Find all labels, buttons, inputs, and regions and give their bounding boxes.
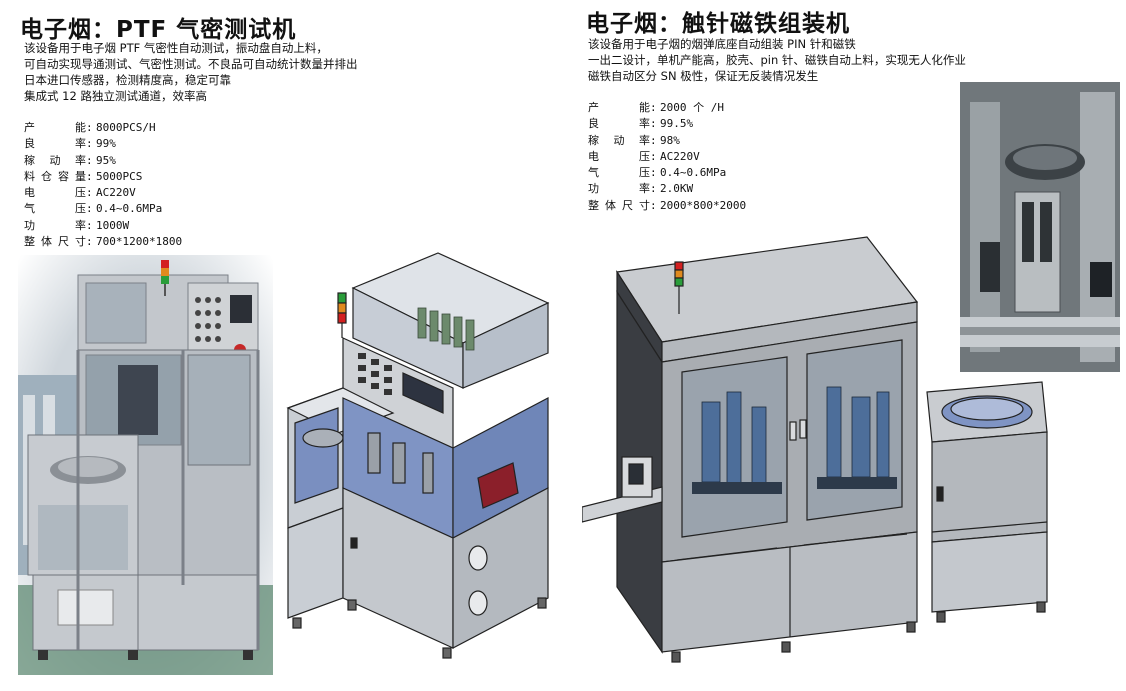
spec-row: 气压:0.4~0.6MPa <box>24 201 182 217</box>
left-specs: 产能:8000PCS/H 良率:99% 稼动率:95% 料仓容量:5000PCS… <box>24 120 182 250</box>
right-desc-line: 一出二设计，单机产能高，胶壳、pin 针、磁铁自动上料，实现无人化作业 <box>588 53 966 67</box>
spec-label: 气压 <box>588 166 650 180</box>
left-description: 该设备用于电子烟 PTF 气密性自动测试，振动盘自动上料， 可自动实现导通测试、… <box>24 40 358 104</box>
spec-value: AC220V <box>660 149 700 163</box>
spec-label: 电压 <box>24 186 86 200</box>
spec-colon: : <box>86 169 93 183</box>
spec-value: 2000 个 /H <box>660 101 724 114</box>
spec-label: 气压 <box>24 202 86 216</box>
spec-colon: : <box>86 235 93 249</box>
spec-label: 产能 <box>588 101 650 114</box>
spec-colon: : <box>650 182 657 196</box>
spec-row: 稼动率:95% <box>24 153 182 169</box>
spec-value: 0.4~0.6MPa <box>660 166 727 180</box>
left-desc-line: 日本进口传感器，检测精度高，稳定可靠 <box>24 73 231 87</box>
left-title: 电子烟：PTF 气密测试机 <box>20 17 297 43</box>
right-desc-line: 该设备用于电子烟的烟弹底座自动组装 PIN 针和磁铁 <box>588 37 856 51</box>
spec-colon: : <box>86 202 93 216</box>
spec-value: AC220V <box>96 186 136 200</box>
right-desc-line: 磁铁自动区分 SN 极性，保证无反装情况发生 <box>588 69 819 83</box>
spec-value: 98% <box>660 133 680 147</box>
spec-label: 产能 <box>24 121 86 134</box>
right-description: 该设备用于电子烟的烟弹底座自动组装 PIN 针和磁铁 一出二设计，单机产能高，胶… <box>588 36 966 84</box>
spec-value: 5000PCS <box>96 169 143 183</box>
spec-row: 良率:99.5% <box>588 116 746 132</box>
spec-label: 良率 <box>588 117 650 131</box>
left-machine-section: 电子烟：PTF 气密测试机 该设备用于电子烟 PTF 气密性自动测试，振动盘自动… <box>0 0 560 691</box>
spec-value: 95% <box>96 153 116 167</box>
spec-row: 产能:2000 个 /H <box>588 100 746 116</box>
spec-value: 99.5% <box>660 117 694 131</box>
ptf-tester-cad-render <box>283 248 560 678</box>
left-desc-line: 集成式 12 路独立测试通道，效率高 <box>24 89 207 103</box>
spec-row: 整体尺寸:2000*800*2000 <box>588 198 746 214</box>
spec-value: 8000PCS/H <box>96 121 156 134</box>
right-specs: 产能:2000 个 /H 良率:99.5% 稼动率:98% 电压:AC220V … <box>588 100 746 214</box>
spec-row: 电压:AC220V <box>588 149 746 165</box>
spec-colon: : <box>86 218 93 232</box>
spec-row: 电压:AC220V <box>24 185 182 201</box>
spec-colon: : <box>86 186 93 200</box>
left-desc-line: 可自动实现导通测试、气密性测试。不良品可自动统计数量并排出 <box>24 57 358 71</box>
spec-colon: : <box>86 137 93 151</box>
spec-colon: : <box>650 166 657 180</box>
spec-colon: : <box>86 153 93 167</box>
spec-value: 1000W <box>96 218 130 232</box>
right-title: 电子烟：触针磁铁组装机 <box>586 11 850 37</box>
left-desc-line: 该设备用于电子烟 PTF 气密性自动测试，振动盘自动上料， <box>24 41 328 55</box>
right-machine-section: 电子烟：触针磁铁组装机 该设备用于电子烟的烟弹底座自动组装 PIN 针和磁铁 一… <box>578 0 1126 691</box>
spec-value: 2000*800*2000 <box>660 198 747 212</box>
spec-label: 电压 <box>588 149 650 163</box>
spec-label: 稼动率 <box>24 153 86 167</box>
spec-label: 料仓容量 <box>24 169 86 183</box>
spec-value: 99% <box>96 137 116 151</box>
ptf-tester-photo <box>18 255 273 675</box>
spec-colon: : <box>650 133 657 147</box>
spec-colon: : <box>86 121 93 134</box>
spec-row: 稼动率:98% <box>588 133 746 149</box>
spec-label: 稼动率 <box>588 133 650 147</box>
spec-value: 2.0KW <box>660 182 694 196</box>
spec-row: 料仓容量:5000PCS <box>24 169 182 185</box>
spec-label: 良率 <box>24 137 86 151</box>
spec-label: 功率 <box>24 218 86 232</box>
spec-row: 气压:0.4~0.6MPa <box>588 165 746 181</box>
spec-row: 功率:2.0KW <box>588 181 746 197</box>
spec-row: 产能:8000PCS/H <box>24 120 182 136</box>
spec-label: 整体尺寸 <box>588 198 650 212</box>
spec-colon: : <box>650 117 657 131</box>
spec-colon: : <box>650 101 657 114</box>
spec-label: 整体尺寸 <box>24 235 86 249</box>
pin-magnet-assembler-cad-render <box>582 232 1052 682</box>
spec-row: 功率:1000W <box>24 218 182 234</box>
spec-row: 整体尺寸:700*1200*1800 <box>24 234 182 250</box>
spec-colon: : <box>650 198 657 212</box>
spec-value: 700*1200*1800 <box>96 235 183 249</box>
spec-row: 良率:99% <box>24 136 182 152</box>
spec-colon: : <box>650 149 657 163</box>
spec-label: 功率 <box>588 182 650 196</box>
assembler-closeup-photo <box>960 82 1120 372</box>
spec-value: 0.4~0.6MPa <box>96 202 163 216</box>
